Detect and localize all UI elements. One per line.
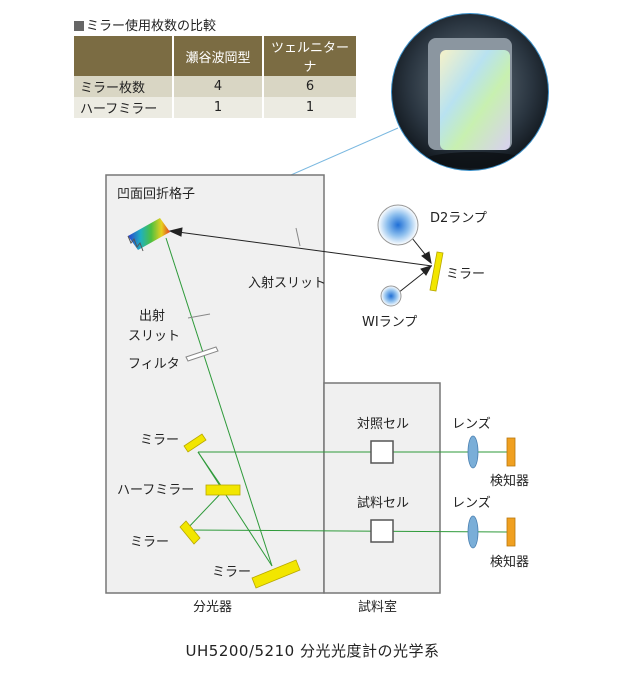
sample-room-label: 試料室: [358, 599, 397, 615]
filter-label: フィルタ: [128, 357, 180, 372]
lens-lower-label: レンズ: [452, 495, 491, 511]
half-mirror: [205, 484, 241, 496]
table-cell: 6: [263, 76, 358, 97]
comparison-table: 瀬谷波岡型 ツェルニターナ ミラー枚数 4 6 ハーフミラー 1 1: [74, 36, 358, 118]
half-mirror-label: ハーフミラー: [117, 483, 194, 498]
table-cell: 4: [173, 76, 264, 97]
exit-slit-label-1: 出射: [139, 308, 165, 324]
d2-lamp-icon: [377, 204, 419, 246]
table-row: ミラー枚数 4 6: [74, 76, 358, 97]
detector-upper: [506, 437, 516, 467]
mirror-bottom: [251, 559, 301, 589]
lamp-mirror-label: ミラー: [446, 267, 485, 282]
sample-cell-label: 試料セル: [357, 495, 409, 511]
table-header-seya: 瀬谷波岡型: [173, 36, 264, 76]
table-header-row: 瀬谷波岡型 ツェルニターナ: [74, 36, 358, 76]
table-title: ミラー使用枚数の比較: [74, 15, 216, 34]
detector-lower-label: 検知器: [490, 554, 529, 570]
square-icon: [74, 21, 84, 31]
detector-upper-label: 検知器: [490, 473, 529, 489]
filter: [185, 346, 219, 362]
mirror-upper: [183, 433, 207, 453]
mirror-lower: [179, 520, 201, 545]
entrance-slit-label: 入射スリット: [248, 275, 326, 291]
lens-upper: [467, 435, 479, 469]
wi-lamp-icon: [380, 285, 402, 307]
table-title-text: ミラー使用枚数の比較: [86, 19, 217, 34]
sample-cell: [370, 519, 394, 543]
wi-lamp-label: WIランプ: [362, 315, 417, 330]
lens-lower: [467, 515, 479, 549]
light-beams: [165, 237, 508, 567]
lamp-mirror: [429, 251, 444, 292]
concave-grating: [127, 218, 170, 252]
sample-room-box: [323, 382, 441, 594]
table-row: ハーフミラー 1 1: [74, 97, 358, 118]
mirror-lower-label: ミラー: [130, 535, 169, 550]
exit-slit-label-2: スリット: [128, 329, 180, 344]
d2-lamp-label: D2ランプ: [430, 211, 487, 226]
spectrometer-label: 分光器: [193, 600, 232, 615]
figure-caption: UH5200/5210 分光光度計の光学系: [185, 642, 440, 660]
detector-lower: [506, 517, 516, 547]
table-cell: 1: [173, 97, 264, 118]
exit-slit: [187, 313, 211, 319]
reference-cell-label: 対照セル: [357, 417, 409, 432]
reference-cell: [370, 440, 394, 464]
grating-label: 凹面回折格子: [117, 186, 195, 202]
table-row-label: ミラー枚数: [74, 76, 174, 97]
lens-upper-label: レンズ: [452, 416, 491, 432]
lamp-beam: [168, 227, 433, 294]
grating-photo: [391, 13, 549, 171]
table-row-label: ハーフミラー: [74, 97, 174, 118]
mirror-bottom-label: ミラー: [212, 565, 251, 580]
table-header-blank: [74, 36, 174, 76]
table-cell: 1: [263, 97, 358, 118]
entrance-slit: [295, 227, 301, 247]
mirror-upper-label: ミラー: [140, 433, 179, 448]
table-header-czerny: ツェルニターナ: [263, 36, 358, 76]
